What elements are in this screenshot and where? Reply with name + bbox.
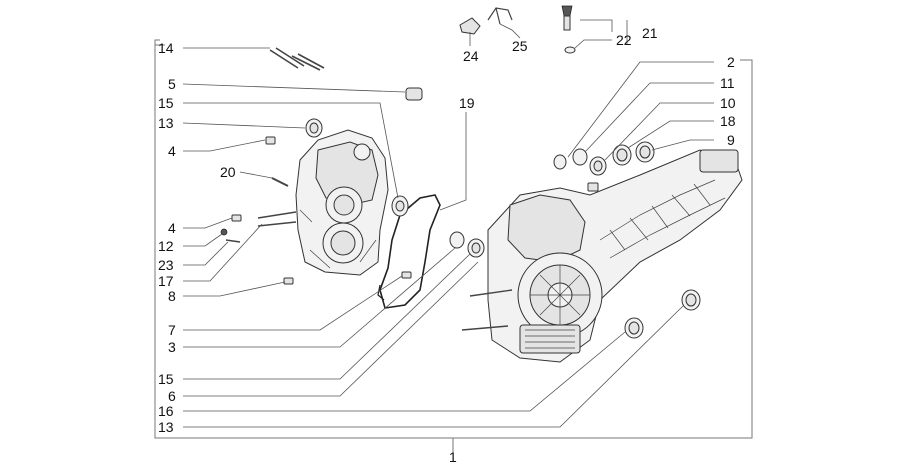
- callout-22: 22: [616, 32, 632, 48]
- callout-7: 7: [168, 322, 176, 338]
- callout-13-top: 13: [158, 115, 174, 131]
- callout-13-bottom: 13: [158, 419, 174, 435]
- callout-18: 18: [720, 113, 736, 129]
- callout-12: 12: [158, 238, 174, 254]
- right-crankcase-half: [487, 149, 743, 363]
- callout-2: 2: [727, 54, 735, 70]
- callout-15-bottom: 15: [158, 371, 174, 387]
- leader-lines: [182, 19, 714, 428]
- callout-4-top: 4: [168, 143, 176, 159]
- callout-21: 21: [642, 25, 658, 41]
- callout-24: 24: [463, 48, 479, 64]
- callout-16: 16: [158, 403, 174, 419]
- callout-5: 5: [168, 76, 176, 92]
- callout-6: 6: [168, 388, 176, 404]
- crankcase-gasket: [377, 194, 441, 309]
- callout-8: 8: [168, 288, 176, 304]
- left-crankcase-half: [295, 129, 389, 276]
- callout-labels: 14 5 15 13 4 20 4 12 23 17 8 7 3 15 6 16…: [158, 25, 736, 465]
- callout-15-top: 15: [158, 95, 174, 111]
- callout-19: 19: [459, 95, 475, 111]
- callout-11: 11: [720, 75, 735, 91]
- callout-9: 9: [727, 132, 735, 148]
- callout-23: 23: [158, 257, 174, 273]
- callout-3: 3: [168, 339, 176, 355]
- small-parts: [220, 5, 701, 339]
- callout-10: 10: [720, 95, 736, 111]
- callout-20: 20: [220, 164, 236, 180]
- assembly-frame: [154, 39, 753, 455]
- callout-4-mid: 4: [168, 220, 176, 236]
- callout-25: 25: [512, 38, 528, 54]
- callout-14: 14: [158, 40, 174, 56]
- callout-1: 1: [449, 449, 457, 465]
- callout-17: 17: [158, 273, 174, 289]
